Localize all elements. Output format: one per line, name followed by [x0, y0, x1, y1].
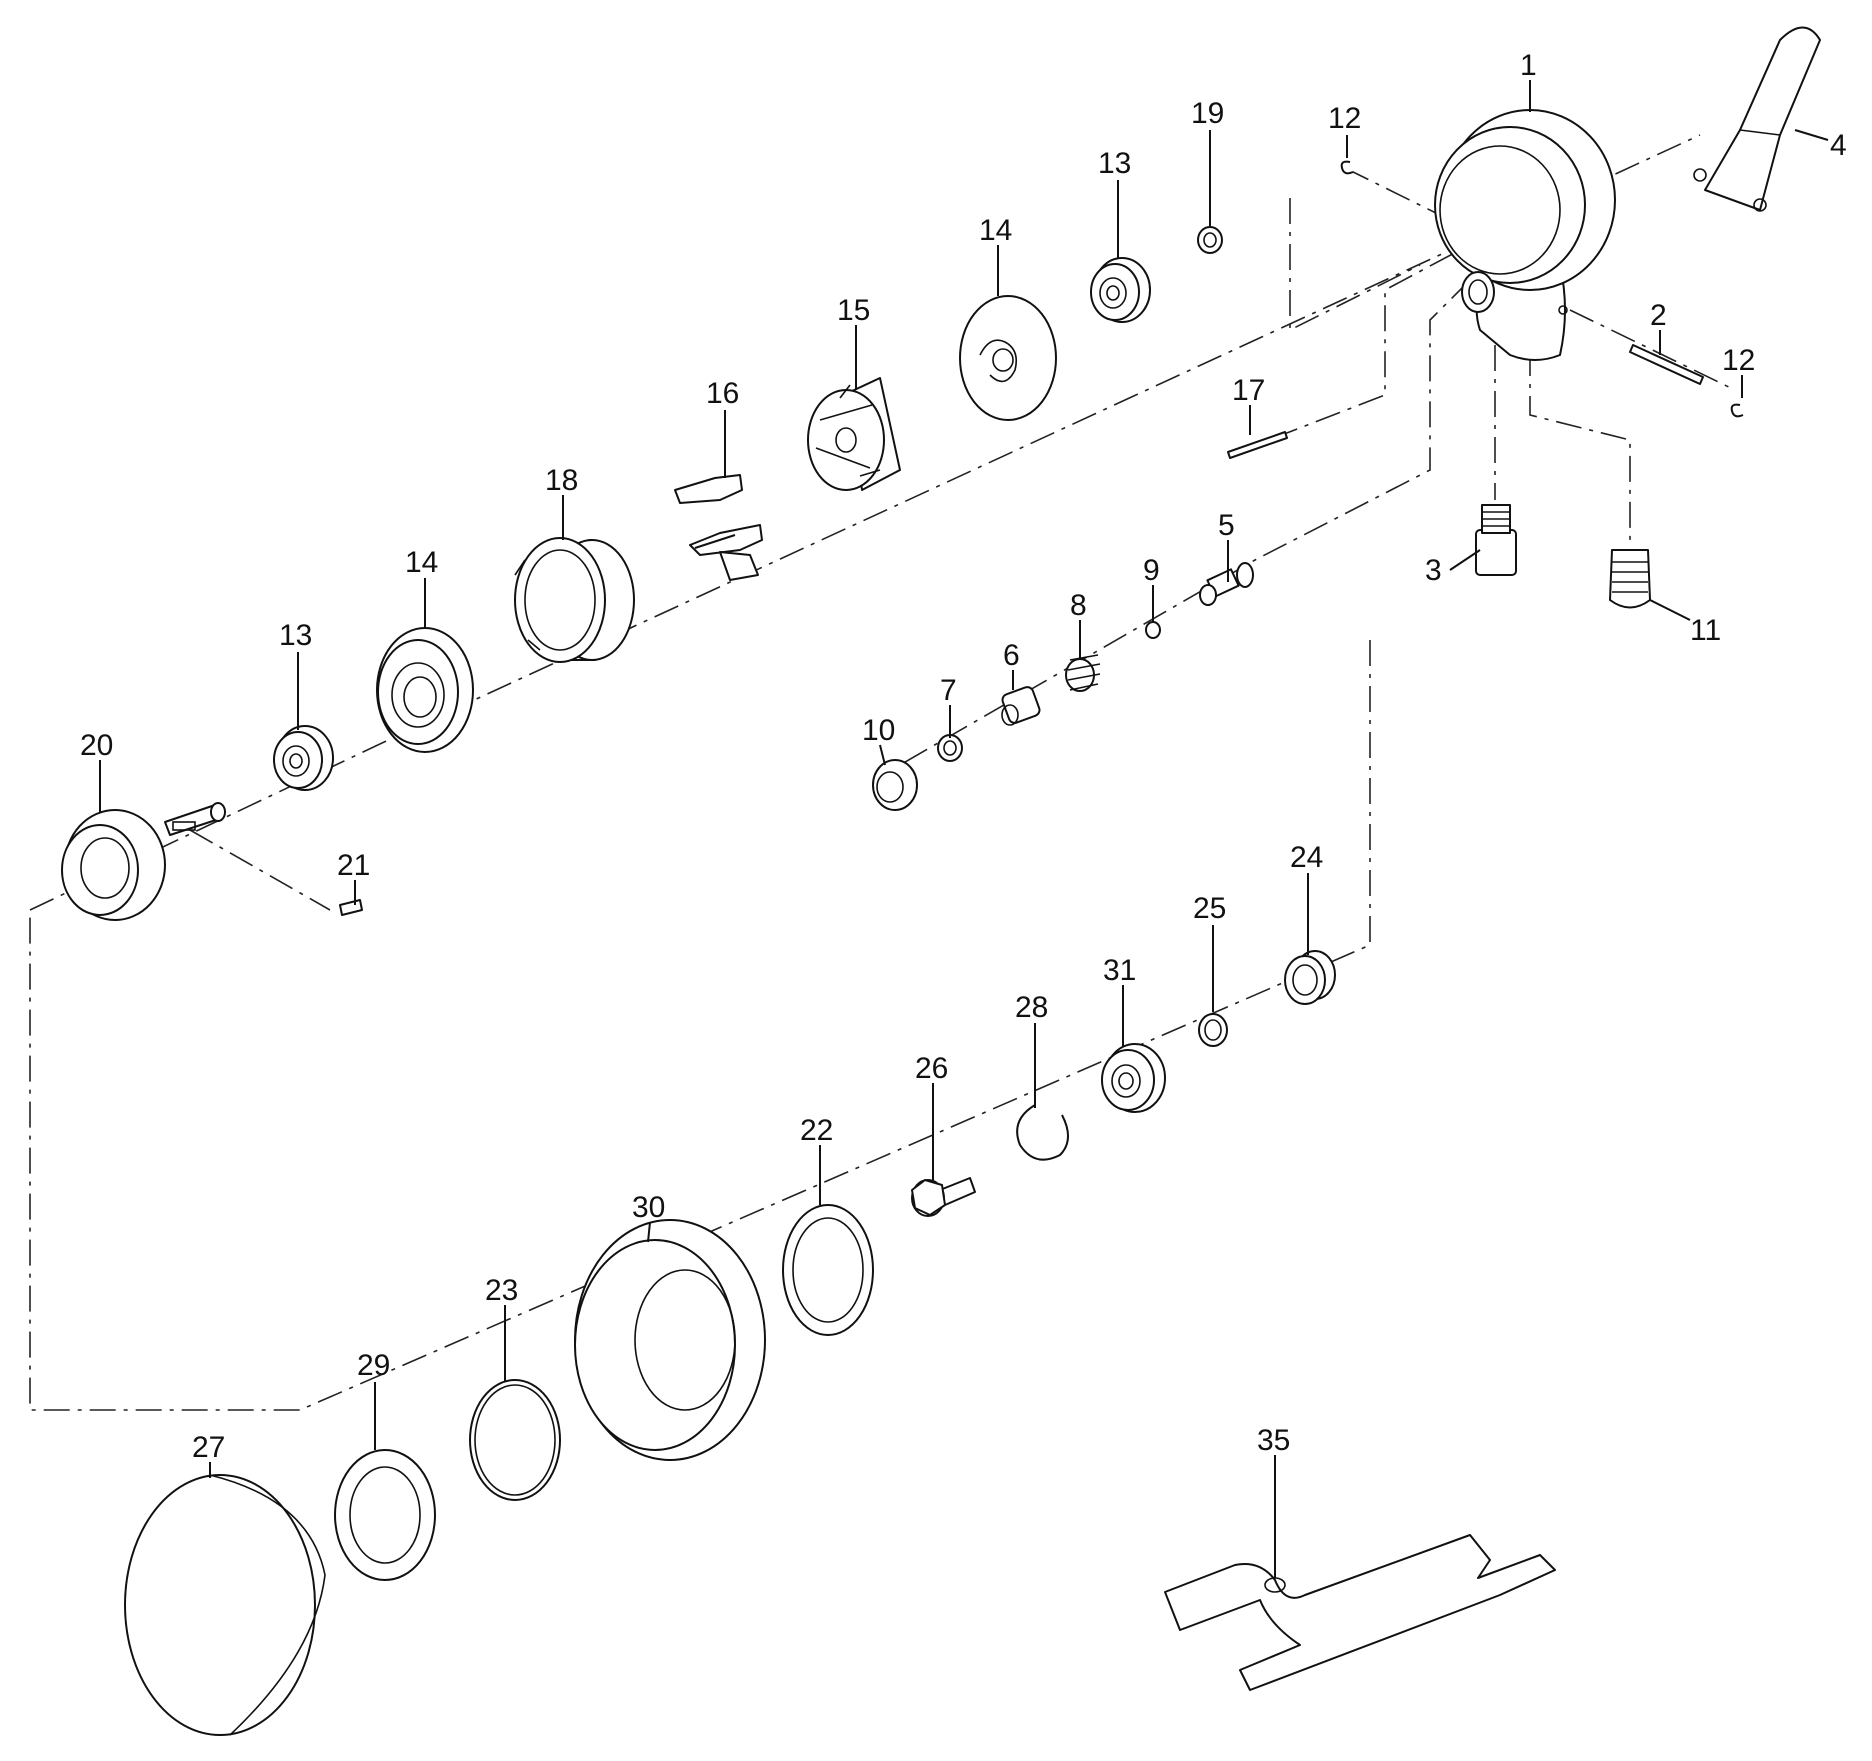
key-axis — [189, 829, 331, 911]
callout-3: 3 — [1425, 554, 1442, 587]
filter-part-11 — [1609, 549, 1651, 609]
callout-9: 9 — [1143, 554, 1160, 587]
callout-20: 20 — [80, 729, 113, 762]
spring-part-8 — [1065, 654, 1101, 692]
leader-11 — [1649, 599, 1691, 621]
callout-13b: 13 — [279, 619, 312, 652]
bearing-part-13-lower — [273, 725, 334, 791]
oring-part-23 — [469, 1379, 561, 1501]
spindle-part-26 — [911, 1177, 976, 1217]
callout-22: 22 — [800, 1114, 833, 1147]
callout-6: 6 — [1003, 639, 1020, 672]
callout-24: 24 — [1290, 841, 1323, 874]
collet-part-20 — [61, 802, 226, 921]
cylinder-part-18 — [514, 537, 635, 663]
callout-17: 17 — [1232, 374, 1265, 407]
handle-part-4 — [1693, 26, 1821, 212]
leader-10 — [879, 744, 886, 766]
cap-part-10 — [872, 759, 918, 811]
leader-4 — [1794, 129, 1829, 141]
filter-axis — [1529, 350, 1631, 540]
bearing-part-13-upper — [1090, 257, 1151, 323]
oring-part-19 — [1197, 226, 1223, 254]
callout-30: 30 — [632, 1191, 665, 1224]
callout-numbers: 1 2 3 4 5 6 7 8 9 10 11 12 12 13 13 14 1… — [80, 49, 1847, 1464]
callout-12a: 12 — [1328, 102, 1361, 135]
callout-11: 11 — [1690, 614, 1721, 647]
leader-lines — [99, 80, 1829, 1578]
key-part-21 — [339, 899, 363, 916]
callout-28: 28 — [1015, 991, 1048, 1024]
fitting-part-3 — [1475, 504, 1517, 576]
callout-7: 7 — [940, 674, 957, 707]
wrench-part-35 — [1164, 1534, 1556, 1691]
valve-seat-part-6 — [1001, 686, 1041, 726]
bottom-axis — [29, 640, 1371, 1411]
callout-5: 5 — [1218, 509, 1235, 542]
clip-part-12-top — [1340, 160, 1354, 175]
valve-part-5 — [1199, 562, 1254, 606]
callout-13a: 13 — [1098, 147, 1131, 180]
pin-part-2 — [1629, 344, 1704, 385]
callout-8: 8 — [1070, 589, 1087, 622]
callout-25: 25 — [1193, 892, 1226, 925]
callout-29: 29 — [357, 1349, 390, 1382]
callout-35: 35 — [1257, 1424, 1290, 1457]
oring-part-7 — [937, 734, 963, 762]
shroud-part-30 — [574, 1219, 766, 1461]
callout-26: 26 — [915, 1052, 948, 1085]
callout-31: 31 — [1103, 954, 1136, 987]
callout-21: 21 — [337, 849, 370, 882]
callout-2: 2 — [1650, 299, 1667, 332]
needle-bearing-part-24 — [1284, 950, 1336, 1005]
gasket-part-22 — [782, 1204, 874, 1336]
callout-23: 23 — [485, 1274, 518, 1307]
callout-12b: 12 — [1722, 344, 1755, 377]
washer-part-9 — [1145, 621, 1161, 639]
rotor-axis-link — [1289, 198, 1421, 332]
callout-14b: 14 — [405, 546, 438, 579]
leader-3 — [1449, 549, 1481, 571]
callout-10: 10 — [862, 714, 895, 747]
snap-ring-part-25 — [1198, 1013, 1228, 1047]
pin-part-17 — [1227, 431, 1288, 459]
callout-1: 1 — [1520, 49, 1537, 82]
plate-part-14-upper — [959, 295, 1057, 421]
pin2-axis — [1569, 309, 1736, 391]
retaining-ring-part-28 — [1016, 1104, 1069, 1161]
callout-19: 19 — [1191, 97, 1224, 130]
clip-axis — [1344, 167, 1441, 216]
plate-part-14-lower — [376, 627, 474, 753]
bearing-part-31 — [1101, 1043, 1166, 1113]
leader-30 — [647, 1221, 651, 1243]
callout-16: 16 — [706, 377, 739, 410]
pad-part-27 — [124, 1474, 326, 1736]
callout-27: 27 — [192, 1431, 225, 1464]
callout-18: 18 — [545, 464, 578, 497]
callout-15: 15 — [837, 294, 870, 327]
callout-14a: 14 — [979, 214, 1012, 247]
housing-part-1 — [1434, 109, 1616, 361]
valve-axis — [899, 279, 1471, 766]
rotor-part-15 — [807, 377, 901, 491]
callout-4: 4 — [1830, 129, 1847, 162]
clip-part-12-right — [1730, 403, 1744, 418]
vanes-part-16 — [674, 474, 763, 581]
pin17-axis — [1229, 249, 1461, 456]
ring-part-29 — [334, 1449, 436, 1581]
